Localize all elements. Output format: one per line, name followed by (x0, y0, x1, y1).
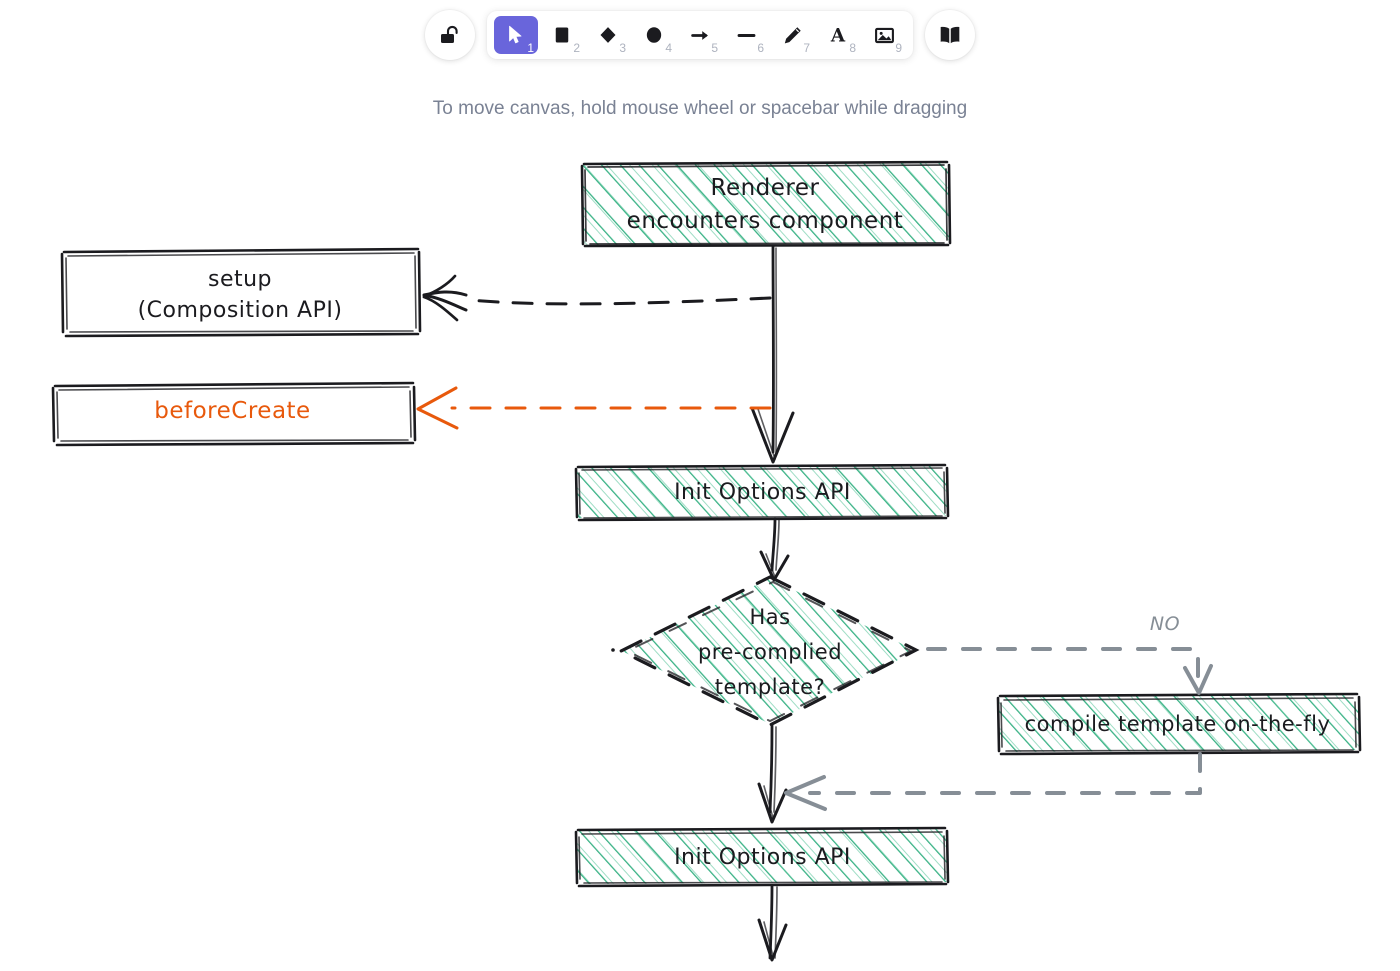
tool-shortcut-9: 9 (895, 42, 902, 54)
node-renderer[interactable] (582, 162, 950, 246)
edge-renderer-to-init1[interactable] (752, 246, 793, 462)
edge-to-setup[interactable] (424, 276, 770, 320)
tool-shortcut-8: 8 (849, 42, 856, 54)
tool-shortcut-1: 1 (527, 42, 534, 54)
canvas-hint-text: To move canvas, hold mouse wheel or spac… (0, 98, 1400, 120)
edge-init2-down[interactable] (759, 886, 786, 960)
edge-no-branch[interactable] (928, 649, 1211, 693)
edge-compile-return[interactable] (786, 754, 1200, 809)
tool-shortcut-7: 7 (803, 42, 810, 54)
tool-shortcut-2: 2 (573, 42, 580, 54)
node-setup[interactable] (62, 249, 420, 336)
book-library-icon (937, 22, 963, 48)
library-button[interactable] (925, 10, 975, 60)
tool-text[interactable]: A 8 (816, 16, 860, 54)
edge-init1-to-diamond[interactable] (761, 519, 788, 580)
pencil-draw-icon (782, 25, 803, 46)
tool-shortcut-5: 5 (711, 42, 718, 54)
node-init-options-2[interactable] (576, 828, 948, 886)
node-compile-on-the-fly[interactable] (998, 694, 1360, 754)
edge-to-before-create[interactable] (418, 388, 770, 428)
unlock-padlock-icon (438, 23, 462, 47)
tool-ellipse[interactable]: 4 (632, 16, 676, 54)
tool-arrow[interactable]: 5 (678, 16, 722, 54)
tool-shortcut-6: 6 (757, 42, 764, 54)
selection-cursor-icon (505, 24, 527, 46)
rectangle-icon (552, 25, 572, 45)
svg-text:A: A (830, 25, 846, 46)
tool-island: 1 2 3 4 (487, 11, 913, 59)
node-has-precompiled[interactable] (611, 577, 916, 725)
toolbar: 1 2 3 4 (0, 10, 1400, 60)
tool-line[interactable]: 6 (724, 16, 768, 54)
lock-button[interactable] (425, 10, 475, 60)
tool-diamond[interactable]: 3 (586, 16, 630, 54)
arrow-icon (690, 25, 711, 46)
tool-shortcut-3: 3 (619, 42, 626, 54)
edge-diamond-to-init2[interactable] (759, 725, 786, 822)
line-icon (736, 25, 757, 46)
tool-selection[interactable]: 1 (494, 16, 538, 54)
tool-draw[interactable]: 7 (770, 16, 814, 54)
diamond-icon (598, 25, 618, 45)
text-icon: A (827, 24, 849, 46)
image-icon (874, 25, 895, 46)
tool-image[interactable]: 9 (862, 16, 906, 54)
tool-shortcut-4: 4 (665, 42, 672, 54)
node-before-create[interactable] (53, 383, 415, 445)
ellipse-icon (644, 25, 664, 45)
tool-rectangle[interactable]: 2 (540, 16, 584, 54)
node-init-options-1[interactable] (576, 465, 948, 520)
